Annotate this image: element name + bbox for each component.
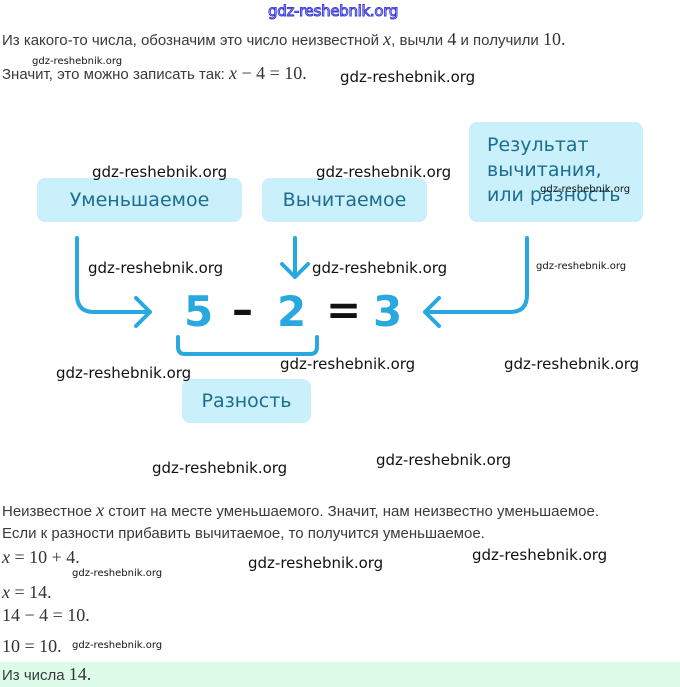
math-variable: x <box>2 547 10 567</box>
explanation-text: стоит на месте уменьшаемого. Значит, нам… <box>104 503 600 520</box>
intro-line-2: Значит, это можно записать так: x − 4 = … <box>2 63 307 84</box>
minuend-label: Уменьшаемое <box>69 189 210 211</box>
watermark: gdz-reshebnik.org <box>92 163 228 181</box>
subtrahend-arrow-icon <box>280 236 310 279</box>
math-expression: 10 = 10. <box>2 636 62 656</box>
result-label-line-3: или разность <box>487 184 621 206</box>
watermark: gdz-reshebnik.org <box>312 259 448 277</box>
equation-minus: – <box>232 285 253 334</box>
math-expression: = 10 + 4. <box>10 547 80 567</box>
solution-line: 10 = 10. <box>2 636 62 657</box>
watermark: gdz-reshebnik.org <box>316 163 452 181</box>
watermark: gdz-reshebnik.org <box>72 640 163 651</box>
math-expression: = 14. <box>10 582 52 602</box>
difference-label-box: Разность <box>182 379 311 423</box>
minuend-label-box: Уменьшаемое <box>37 178 242 222</box>
result-label-line-2: вычитания, <box>487 159 602 181</box>
math-variable: x <box>96 500 105 520</box>
watermark: gdz-reshebnik.org <box>540 184 631 195</box>
equation-result: 3 <box>373 287 403 336</box>
math-expression: − 4 = 10. <box>236 63 307 83</box>
watermark: gdz-reshebnik.org <box>152 459 288 477</box>
intro-line-1: Из какого-то числа, обозначим это число … <box>2 29 565 50</box>
math-number: 10. <box>542 29 566 49</box>
watermark: gdz-reshebnik.org <box>280 355 416 373</box>
difference-bracket-icon <box>176 335 319 356</box>
watermark: gdz-reshebnik.org <box>56 364 192 382</box>
math-variable: x <box>228 63 237 83</box>
intro-text: Из какого-то числа, обозначим это число … <box>2 32 384 49</box>
watermark: gdz-reshebnik.org <box>248 554 384 572</box>
solution-line: x = 14. <box>2 582 52 603</box>
watermark: gdz-reshebnik.org <box>472 546 608 564</box>
equation-minuend: 5 <box>184 287 214 336</box>
solution-line: 14 − 4 = 10. <box>2 605 90 626</box>
watermark: gdz-reshebnik.org <box>504 355 640 373</box>
watermark: gdz-reshebnik.org <box>376 451 512 469</box>
result-label-box: Результат вычитания, или разность <box>469 122 643 222</box>
math-variable: x <box>2 582 10 602</box>
watermark: gdz-reshebnik.org <box>72 568 163 579</box>
answer-number: 14. <box>68 664 92 684</box>
explanation-line-2: Если к разности прибавить вычитаемое, то… <box>2 525 485 542</box>
intro-text: , вычли <box>391 32 448 49</box>
watermark: gdz-reshebnik.org <box>340 68 476 86</box>
explanation-text: Неизвестное <box>2 503 97 520</box>
result-arrow-icon <box>423 236 529 328</box>
result-label-line-1: Результат <box>487 134 589 156</box>
intro-text: и получили <box>456 32 543 49</box>
watermark: gdz-reshebnik.org <box>88 259 224 277</box>
answer-block: Из числа 14. <box>0 662 680 687</box>
solution-line: x = 10 + 4. <box>2 547 80 568</box>
explanation-line-1: Неизвестное x стоит на месте уменьшаемог… <box>2 500 599 521</box>
difference-label: Разность <box>201 390 292 412</box>
header-watermark[interactable]: gdz-reshebnik.org <box>267 2 399 21</box>
equation-subtrahend: 2 <box>277 287 307 336</box>
subtrahend-label: Вычитаемое <box>282 189 407 211</box>
math-expression: 14 − 4 = 10. <box>2 605 90 625</box>
answer-text: Из числа <box>2 667 69 684</box>
answer-line: Из числа 14. <box>2 664 91 685</box>
math-number: 4 <box>447 29 457 49</box>
subtrahend-label-box: Вычитаемое <box>262 178 427 222</box>
watermark: gdz-reshebnik.org <box>32 56 123 67</box>
equation-equals: = <box>326 285 362 334</box>
minuend-arrow-icon <box>75 236 152 328</box>
math-variable: x <box>383 29 392 49</box>
watermark: gdz-reshebnik.org <box>536 261 627 272</box>
intro-text: Значит, это можно записать так: <box>2 66 229 83</box>
